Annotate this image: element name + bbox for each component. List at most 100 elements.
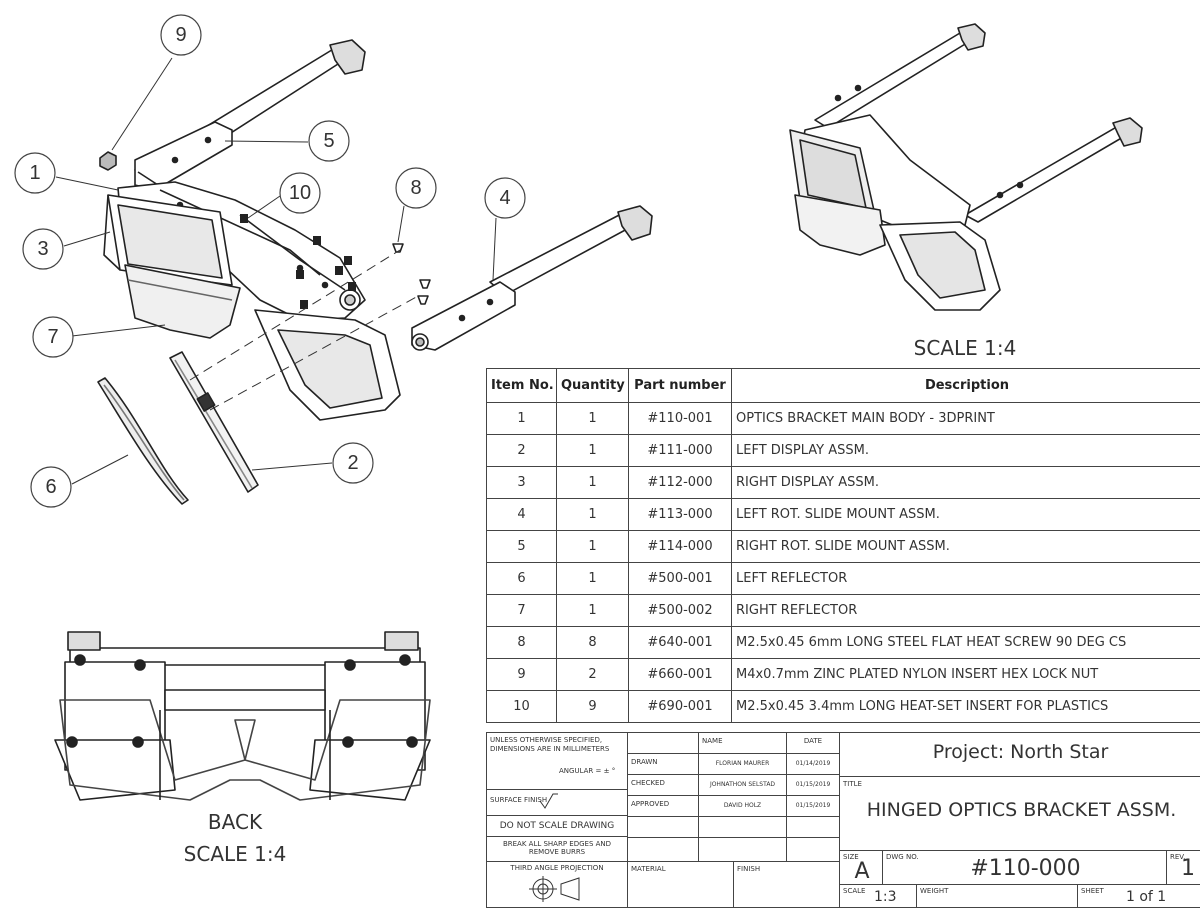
bom-item-number: 3 [486,466,557,499]
assembly-guide-lines [189,249,421,411]
bom-header-row: Item No. Quantity Part number Descriptio… [486,368,1200,403]
bom-part-number: #114-000 [628,530,732,563]
surface-finish-label: SURFACE FINISH [490,796,548,804]
name-header: NAME [702,737,723,745]
bom-item-number: 1 [486,402,557,435]
bom-item-number: 9 [486,658,557,691]
bom-quantity: 1 [556,466,629,499]
drawn-label-cell: DRAWN [627,753,699,775]
iso-view-scale-label: SCALE 1:4 [913,336,1017,360]
checked-name-cell: JOHNATHON SELSTAD [698,774,787,796]
balloon-10: 10 [289,182,311,204]
weight-label: WEIGHT [920,887,949,895]
back-view-title: BACK [207,810,263,834]
bom-quantity: 1 [556,402,629,435]
bom-description: RIGHT ROT. SLIDE MOUNT ASSM. [731,530,1200,563]
checked-date: 01/15/2019 [795,781,831,788]
bom-part-number: #113-000 [628,498,732,531]
drawn-name: FLORIAN MAURER [715,760,770,767]
sheet-label: SHEET [1081,887,1104,895]
approved-name-cell: DAVID HOLZ [698,795,787,817]
projection-label: THIRD ANGLE PROJECTION [510,864,604,872]
bom-quantity: 9 [556,690,629,723]
project-cell: Project: North Star [839,732,1200,777]
checked-date-cell: 01/15/2019 [786,774,840,796]
bom-item-number: 5 [486,530,557,563]
bom-description: M2.5x0.45 3.4mm LONG HEAT-SET INSERT FOR… [731,690,1200,723]
bom-part-number: #690-001 [628,690,732,723]
approved-date-cell: 01/15/2019 [786,795,840,817]
left-reflector-part [97,377,189,505]
bom-header-part-number: Part number [628,368,732,403]
drawn-name-cell: FLORIAN MAURER [698,753,787,775]
approved-label-cell: APPROVED [627,795,699,817]
bom-description: LEFT ROT. SLIDE MOUNT ASSM. [731,498,1200,531]
dwg-no-value: #110-000 [970,856,1081,881]
hex-nut-part [99,151,117,171]
right-reflector-part [124,264,241,339]
bom-description: RIGHT REFLECTOR [731,594,1200,627]
angular-tolerance: ANGULAR = ± ° [559,767,616,775]
project-name: Project: North Star [932,741,1109,763]
bill-of-materials-table: Item No. Quantity Part number Descriptio… [486,368,1200,723]
balloon-5: 5 [323,130,334,152]
blank-sig-cell-4 [627,837,699,862]
break-edges-line-1: BREAK ALL SHARP EDGES AND [502,840,612,848]
bom-header-description: Description [731,368,1200,403]
bom-item-number: 8 [486,626,557,659]
tolerance-line-1: UNLESS OTHERWISE SPECIFIED, [490,736,603,744]
approved-name: DAVID HOLZ [723,802,762,809]
drawing-title: HINGED OPTICS BRACKET ASSM. [866,799,1177,821]
balloon-8: 8 [410,177,421,199]
checked-label-cell: CHECKED [627,774,699,796]
tolerance-line-2: DIMENSIONS ARE IN MILLIMETERS [490,745,610,753]
surface-finish-symbol [539,793,558,809]
date-header-cell: DATE [786,732,840,754]
size-label: SIZE [843,853,859,861]
right-display-part [103,194,233,286]
blank-sig-cell-3 [786,816,840,838]
projection-cell: THIRD ANGLE PROJECTION [486,861,628,908]
balloon-6: 6 [45,476,56,498]
do-not-scale-cell: DO NOT SCALE DRAWING [486,815,628,837]
bom-part-number: #110-001 [628,402,732,435]
bom-item-number: 10 [486,690,557,723]
bom-item-number: 7 [486,594,557,627]
bom-part-number: #660-001 [628,658,732,691]
sheet-value: 1 of 1 [1126,889,1167,905]
left-slide-mount-part [411,205,653,351]
screws [392,243,431,305]
blank-sig-cell-6 [786,837,840,862]
scale-label: SCALE [843,887,866,895]
heat-set-inserts [240,214,356,309]
bom-item-number: 6 [486,562,557,595]
do-not-scale-text: DO NOT SCALE DRAWING [499,821,615,831]
rev-label: REV. [1170,853,1186,861]
balloon-9: 9 [175,24,186,46]
bom-part-number: #640-001 [628,626,732,659]
balloon-7: 7 [47,326,58,348]
bom-description: OPTICS BRACKET MAIN BODY - 3DPRINT [731,402,1200,435]
finish-label: FINISH [737,865,761,873]
balloon-4: 4 [499,187,510,209]
sheet-cell: SHEET 1 of 1 [1077,884,1200,908]
checked-name: JOHNATHON SELSTAD [709,781,776,788]
bom-quantity: 8 [556,626,629,659]
bom-quantity: 1 [556,562,629,595]
bom-quantity: 1 [556,434,629,467]
left-display-frame-part [254,309,401,421]
dwg-no-label: DWG NO. [886,853,919,861]
size-cell: SIZE A [839,850,883,885]
date-header: DATE [803,737,823,745]
drawn-label: DRAWN [631,758,658,766]
balloon-3: 3 [37,238,48,260]
balloon-2: 2 [347,452,358,474]
